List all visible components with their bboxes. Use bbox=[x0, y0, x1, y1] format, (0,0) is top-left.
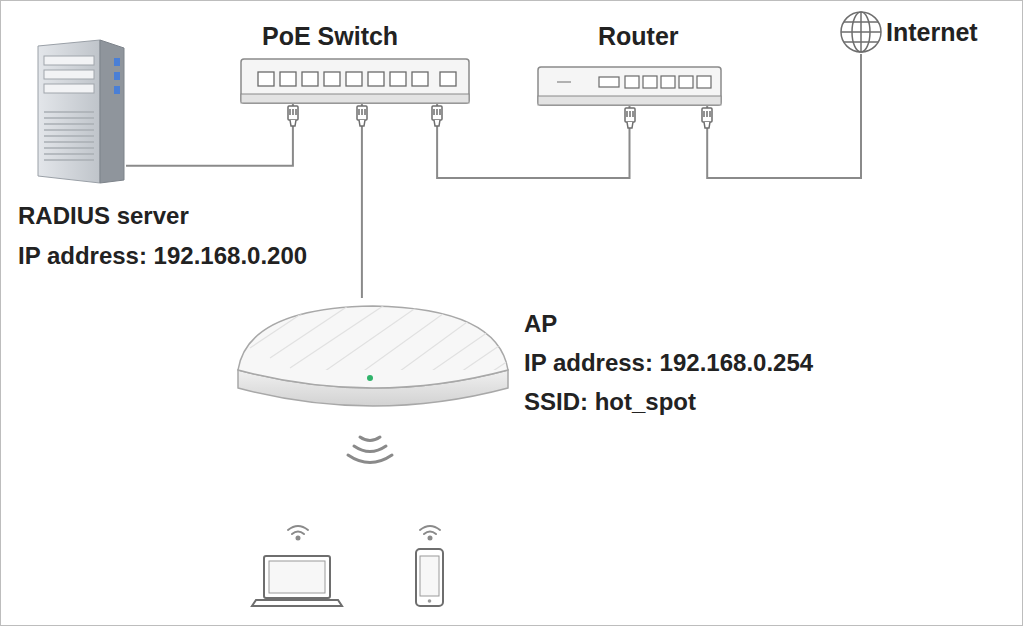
switch-icon bbox=[240, 58, 470, 104]
ip-label: IP address: 192.168.0.200 bbox=[18, 243, 307, 269]
device-label: RADIUS server bbox=[18, 203, 189, 229]
network-cable bbox=[361, 104, 363, 298]
device-label: AP bbox=[524, 311, 557, 337]
access-point: APIP address: 192.168.0.254SSID: hot_spo… bbox=[230, 298, 516, 422]
laptop-icon bbox=[252, 556, 342, 606]
ssid-label: SSID: hot_spot bbox=[524, 389, 696, 415]
router-icon bbox=[537, 66, 722, 106]
router: Router bbox=[537, 66, 722, 106]
device-label: PoE Switch bbox=[262, 23, 398, 51]
client-wifi-icons bbox=[288, 526, 440, 540]
wifi-waves bbox=[348, 437, 392, 463]
ip-label: IP address: 192.168.0.254 bbox=[524, 350, 813, 376]
rj45-plug bbox=[702, 108, 712, 128]
device-label: Internet bbox=[886, 19, 978, 47]
internet-cloud: Internet bbox=[838, 10, 884, 54]
network-cable bbox=[126, 104, 293, 166]
rj45-plug bbox=[625, 108, 635, 128]
rj45-plug bbox=[288, 106, 298, 126]
server-icon bbox=[30, 40, 126, 183]
globe-icon bbox=[838, 10, 884, 54]
device-label: Router bbox=[598, 23, 679, 51]
phone-icon bbox=[416, 549, 443, 606]
network-cable bbox=[437, 104, 629, 178]
access-point-icon bbox=[230, 298, 516, 422]
network-cable bbox=[707, 54, 861, 178]
poe-switch: PoE Switch bbox=[240, 58, 470, 104]
rj45-plug bbox=[432, 106, 442, 126]
radius-server: RADIUS serverIP address: 192.168.0.200 bbox=[30, 40, 126, 183]
rj45-plug bbox=[357, 106, 367, 126]
